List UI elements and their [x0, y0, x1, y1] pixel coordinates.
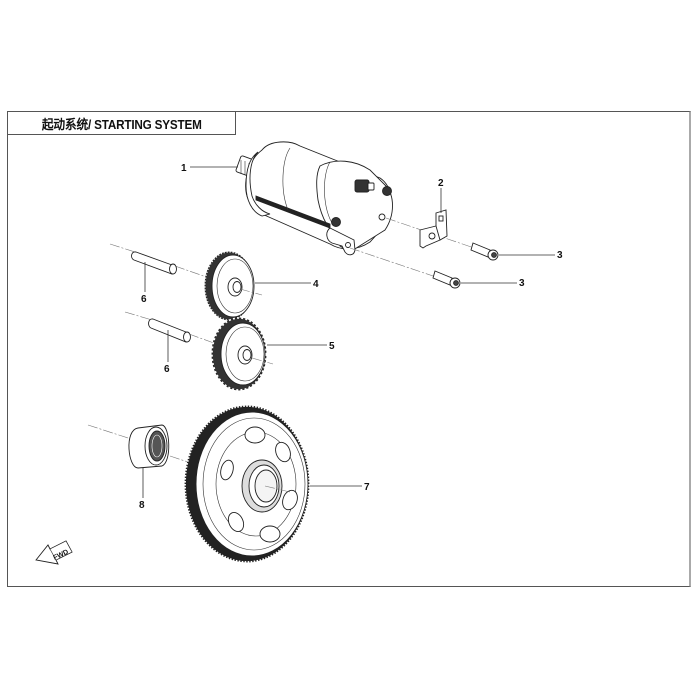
assembly-axis — [87, 424, 129, 439]
part-driven-gear[interactable] — [184, 405, 310, 563]
assembly-axis — [169, 455, 201, 467]
diagram-frame — [7, 111, 691, 587]
callout-6a: 6 — [141, 294, 147, 305]
part-starter-motor[interactable] — [235, 141, 393, 256]
callout-5: 5 — [329, 341, 335, 352]
callout-6b: 6 — [164, 364, 170, 375]
callout-8: 8 — [139, 500, 145, 511]
diagram-title: 起动系统/ STARTING SYSTEM — [41, 116, 202, 132]
callout-4: 4 — [313, 279, 319, 290]
part-pin-lower[interactable] — [148, 318, 191, 343]
part-gear-4[interactable] — [204, 251, 255, 321]
callout-3b: 3 — [519, 278, 525, 289]
part-bracket[interactable] — [419, 209, 448, 249]
callout-3a: 3 — [557, 250, 563, 261]
assembly-axis — [349, 247, 443, 280]
title-box: 起动系统/ STARTING SYSTEM — [7, 111, 236, 135]
assembly-axis — [251, 357, 274, 365]
part-gear-5[interactable] — [211, 317, 267, 391]
part-bolt-lower[interactable] — [432, 270, 461, 289]
part-bolt-upper[interactable] — [470, 242, 499, 261]
callout-2: 2 — [438, 178, 444, 189]
part-needle-bearing[interactable] — [128, 424, 170, 469]
assembly-axis — [124, 311, 153, 321]
assembly-axis — [109, 243, 136, 253]
assembly-axis — [264, 485, 291, 493]
callout-1: 1 — [181, 163, 187, 174]
callout-7: 7 — [364, 482, 370, 493]
part-pin-upper[interactable] — [131, 251, 177, 275]
fwd-arrow-icon: FWD — [35, 540, 73, 565]
assembly-axis — [239, 288, 263, 296]
